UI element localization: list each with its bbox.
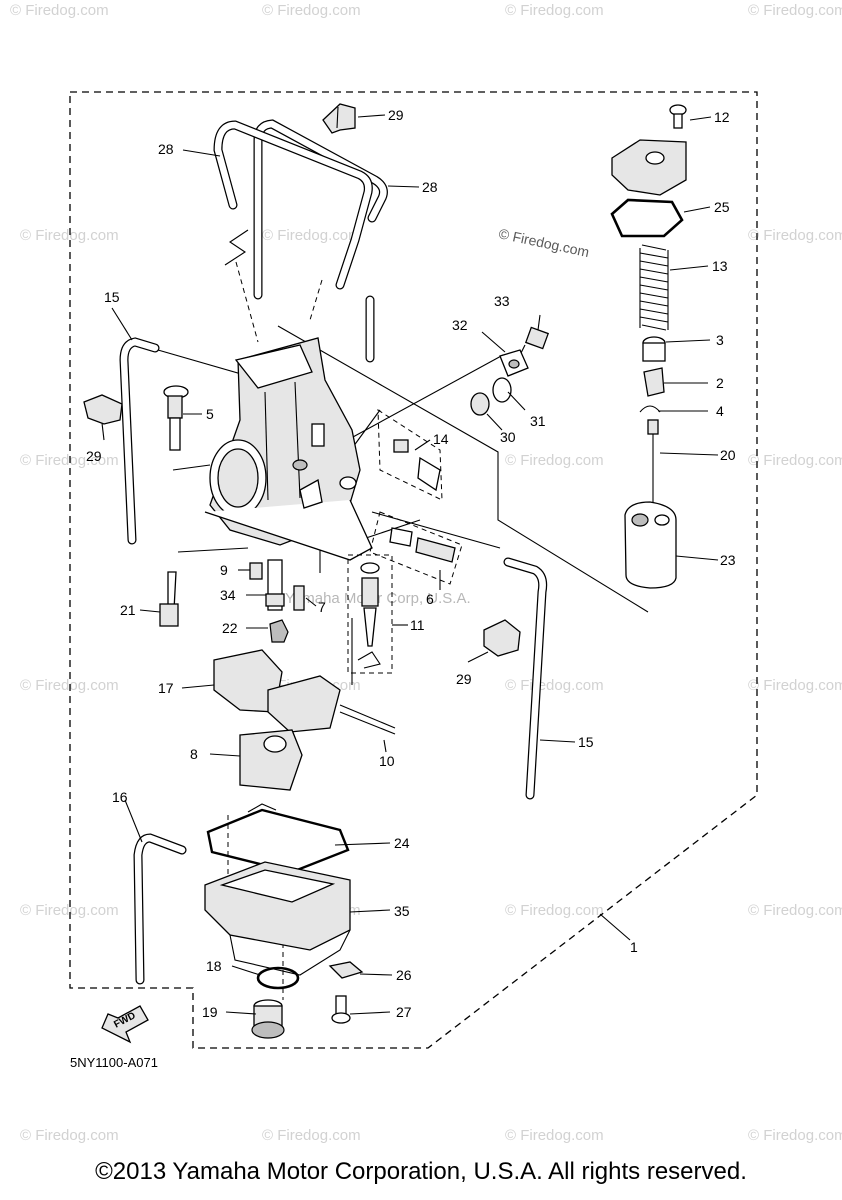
callout-14: 14: [433, 431, 449, 447]
watermark: © Firedog.com: [20, 452, 119, 469]
callout-19: 19: [202, 1004, 218, 1020]
callout-35: 35: [394, 903, 410, 919]
watermark: © Firedog.com: [10, 2, 109, 19]
callout-5: 5: [206, 406, 214, 422]
watermark: © Firedog.com: [20, 902, 119, 919]
clip-29-top: [322, 103, 356, 134]
watermark: © Firedog.com: [20, 1127, 119, 1144]
starter-plunger-5: [163, 385, 189, 451]
float-chamber-35: [204, 861, 351, 976]
callout-32: 32: [452, 317, 468, 333]
callout-27: 27: [396, 1004, 412, 1020]
watermark: © Firedog.com: [505, 677, 604, 694]
callout-23: 23: [720, 552, 736, 568]
watermark: © Firedog.com: [262, 227, 361, 244]
callout-21: 21: [120, 602, 136, 618]
callout-22: 22: [222, 620, 238, 636]
watermark: © Firedog.com: [748, 452, 842, 469]
callout-25: 25: [714, 199, 730, 215]
callout-6: 6: [426, 591, 434, 607]
callout-29: 29: [388, 107, 404, 123]
watermark: © Firedog.com: [262, 1127, 361, 1144]
fwd-arrow-icon: FWD: [101, 1005, 149, 1044]
callout-11: 11: [410, 617, 425, 633]
callout-18: 18: [206, 958, 222, 974]
callout-29: 29: [86, 448, 102, 464]
watermark: © Firedog.com: [262, 2, 361, 19]
throttle-stop-parts: [470, 326, 550, 416]
clip-29-right: [483, 619, 521, 657]
callout-leaders: [101, 114, 719, 1015]
callout-12: 12: [714, 109, 730, 125]
jets-group: [159, 559, 305, 643]
diagram-code: 5NY1100-A071: [70, 1055, 158, 1070]
callout-9: 9: [220, 562, 228, 578]
callout-26: 26: [396, 967, 412, 983]
gasket-24: [206, 803, 350, 874]
watermark-layer: © Firedog.com © Firedog.com © Firedog.co…: [10, 2, 842, 1144]
watermark: © Firedog.com: [748, 677, 842, 694]
callout-17: 17: [158, 680, 174, 696]
pilot-screw-6: [369, 511, 463, 585]
watermark: © Firedog.com: [748, 1127, 842, 1144]
assembly-boundary: [69, 91, 758, 1049]
needle-valve-11: [347, 554, 393, 674]
copyright-notice: ©2013 Yamaha Motor Corporation, U.S.A. A…: [95, 1158, 747, 1185]
plate-screw-group: [328, 961, 364, 1024]
callouts: 29 28 28 12 25 13 15 33 32 3 2 4 5 29 14…: [86, 107, 736, 1020]
covers-17: [213, 649, 396, 735]
callout-28: 28: [422, 179, 438, 195]
callout-2: 2: [716, 375, 724, 391]
callout-7: 7: [318, 599, 326, 615]
callout-29: 29: [456, 671, 472, 687]
callout-16: 16: [112, 789, 128, 805]
callout-34: 34: [220, 587, 236, 603]
drain-plug-group: [251, 966, 300, 1039]
callout-15: 15: [578, 734, 594, 750]
callout-10: 10: [379, 753, 395, 769]
watermark: © Firedog.com: [748, 227, 842, 244]
air-screw-14: [377, 409, 443, 501]
callout-3: 3: [716, 332, 724, 348]
drain-tube-16: [133, 833, 187, 985]
callout-28: 28: [158, 141, 174, 157]
throttle-valve-23: [624, 501, 677, 589]
watermark-center: © Firedog.com: [497, 225, 590, 260]
spring-13: [639, 244, 669, 331]
watermark: © Firedog.com: [505, 902, 604, 919]
callout-13: 13: [712, 258, 728, 274]
carburetor-body: [204, 337, 373, 561]
callout-20: 20: [720, 447, 736, 463]
callout-24: 24: [394, 835, 410, 851]
callout-4: 4: [716, 403, 724, 419]
needle-set: [639, 336, 666, 505]
watermark: © Firedog.com: [20, 227, 119, 244]
callout-15: 15: [104, 289, 120, 305]
float-8: [239, 729, 303, 791]
callout-1: 1: [630, 939, 638, 955]
vent-tube-15-right: [503, 557, 548, 800]
watermark: © Firedog.com: [748, 2, 842, 19]
callout-8: 8: [190, 746, 198, 762]
watermark: © Firedog.com: [20, 677, 119, 694]
watermark: © Firedog.com: [748, 902, 842, 919]
vent-tube-15-left: [119, 337, 160, 545]
callout-30: 30: [500, 429, 516, 445]
callout-31: 31: [530, 413, 546, 429]
watermark: © Firedog.com: [505, 1127, 604, 1144]
top-cap-assembly: [610, 104, 687, 331]
callout-33: 33: [494, 293, 510, 309]
watermark: © Firedog.com: [505, 2, 604, 19]
breather-tubes-28: [213, 119, 388, 363]
clip-29-left: [83, 394, 123, 425]
watermark: © Firedog.com: [505, 452, 604, 469]
